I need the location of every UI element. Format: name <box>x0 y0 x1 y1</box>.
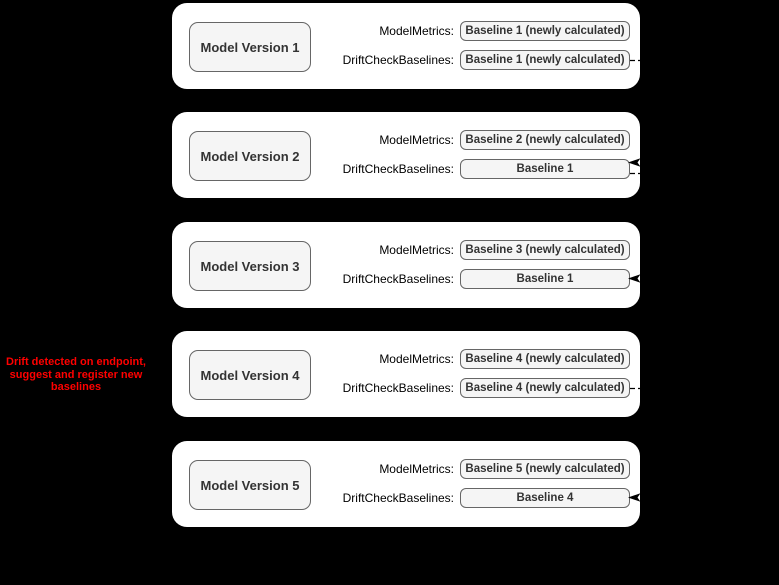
model-version-3-drift-check-baseline-box: Baseline 1 <box>460 269 630 289</box>
model-version-1-model-metrics-value: Baseline 1 (newly calculated) <box>465 25 625 37</box>
model-version-4-card: Model Version 4 ModelMetrics: Baseline 4… <box>172 331 640 417</box>
model-version-2-box: Model Version 2 <box>189 131 311 181</box>
model-metrics-label: ModelMetrics: <box>379 352 454 366</box>
model-version-1-model-metrics-box: Baseline 1 (newly calculated) <box>460 21 630 41</box>
model-metrics-row: ModelMetrics: Baseline 1 (newly calculat… <box>332 21 630 41</box>
drift-check-baselines-label: DriftCheckBaselines: <box>342 272 454 286</box>
model-metrics-label: ModelMetrics: <box>379 133 454 147</box>
model-version-1-drift-check-baseline-value: Baseline 1 (newly calculated) <box>465 54 625 66</box>
model-version-5-box: Model Version 5 <box>189 460 311 510</box>
model-metrics-label: ModelMetrics: <box>379 243 454 257</box>
model-metrics-row: ModelMetrics: Baseline 5 (newly calculat… <box>332 459 630 479</box>
model-version-1-card: Model Version 1 ModelMetrics: Baseline 1… <box>172 3 640 89</box>
model-version-5-model-metrics-box: Baseline 5 (newly calculated) <box>460 459 630 479</box>
drift-check-baselines-label: DriftCheckBaselines: <box>342 53 454 67</box>
model-version-1-label: Model Version 1 <box>200 39 300 55</box>
drift-check-baselines-row: DriftCheckBaselines: Baseline 1 <box>332 269 630 289</box>
drift-check-baselines-row: DriftCheckBaselines: Baseline 4 <box>332 488 630 508</box>
model-version-4-drift-check-baseline-box: Baseline 4 (newly calculated) <box>460 378 630 398</box>
model-metrics-row: ModelMetrics: Baseline 3 (newly calculat… <box>332 240 630 260</box>
model-version-1-drift-check-baseline-box: Baseline 1 (newly calculated) <box>460 50 630 70</box>
model-version-3-label: Model Version 3 <box>200 258 300 274</box>
drift-annotation-line-2: suggest and register new <box>9 368 143 381</box>
model-version-2-label: Model Version 2 <box>200 148 300 164</box>
model-version-2-card: Model Version 2 ModelMetrics: Baseline 2… <box>172 112 640 198</box>
drift-check-baselines-row: DriftCheckBaselines: Baseline 4 (newly c… <box>332 378 630 398</box>
model-version-5-card: Model Version 5 ModelMetrics: Baseline 5… <box>172 441 640 527</box>
model-version-2-model-metrics-value: Baseline 2 (newly calculated) <box>465 134 625 146</box>
drift-annotation-line-1: Drift detected on endpoint, <box>6 356 146 368</box>
model-metrics-label: ModelMetrics: <box>379 462 454 476</box>
model-version-5-drift-check-baseline-value: Baseline 4 <box>516 492 574 504</box>
drift-check-baselines-row: DriftCheckBaselines: Baseline 1 (newly c… <box>332 50 630 70</box>
model-version-4-box: Model Version 4 <box>189 350 311 400</box>
model-version-2-drift-check-baseline-value: Baseline 1 <box>516 163 574 175</box>
model-metrics-row: ModelMetrics: Baseline 4 (newly calculat… <box>332 349 630 369</box>
model-version-4-model-metrics-box: Baseline 4 (newly calculated) <box>460 349 630 369</box>
drift-check-baselines-label: DriftCheckBaselines: <box>342 491 454 505</box>
model-version-3-card: Model Version 3 ModelMetrics: Baseline 3… <box>172 222 640 308</box>
model-version-4-model-metrics-value: Baseline 4 (newly calculated) <box>465 353 625 365</box>
model-version-1-box: Model Version 1 <box>189 22 311 72</box>
model-version-4-label: Model Version 4 <box>200 367 300 383</box>
model-version-5-drift-check-baseline-box: Baseline 4 <box>460 488 630 508</box>
model-version-2-drift-check-baseline-box: Baseline 1 <box>460 159 630 179</box>
model-version-3-model-metrics-value: Baseline 3 (newly calculated) <box>465 244 625 256</box>
drift-check-baselines-label: DriftCheckBaselines: <box>342 381 454 395</box>
drift-annotation: Drift detected on endpoint, suggest and … <box>0 356 152 394</box>
model-version-3-box: Model Version 3 <box>189 241 311 291</box>
model-version-3-drift-check-baseline-value: Baseline 1 <box>516 273 574 285</box>
model-version-5-model-metrics-value: Baseline 5 (newly calculated) <box>465 463 625 475</box>
drift-check-baselines-row: DriftCheckBaselines: Baseline 1 <box>332 159 630 179</box>
model-metrics-label: ModelMetrics: <box>379 24 454 38</box>
model-version-4-drift-check-baseline-value: Baseline 4 (newly calculated) <box>465 382 625 394</box>
model-version-5-label: Model Version 5 <box>200 477 300 493</box>
drift-check-baselines-label: DriftCheckBaselines: <box>342 162 454 176</box>
drift-annotation-line-3: baselines <box>50 381 102 393</box>
model-metrics-row: ModelMetrics: Baseline 2 (newly calculat… <box>332 130 630 150</box>
model-version-2-model-metrics-box: Baseline 2 (newly calculated) <box>460 130 630 150</box>
model-version-3-model-metrics-box: Baseline 3 (newly calculated) <box>460 240 630 260</box>
